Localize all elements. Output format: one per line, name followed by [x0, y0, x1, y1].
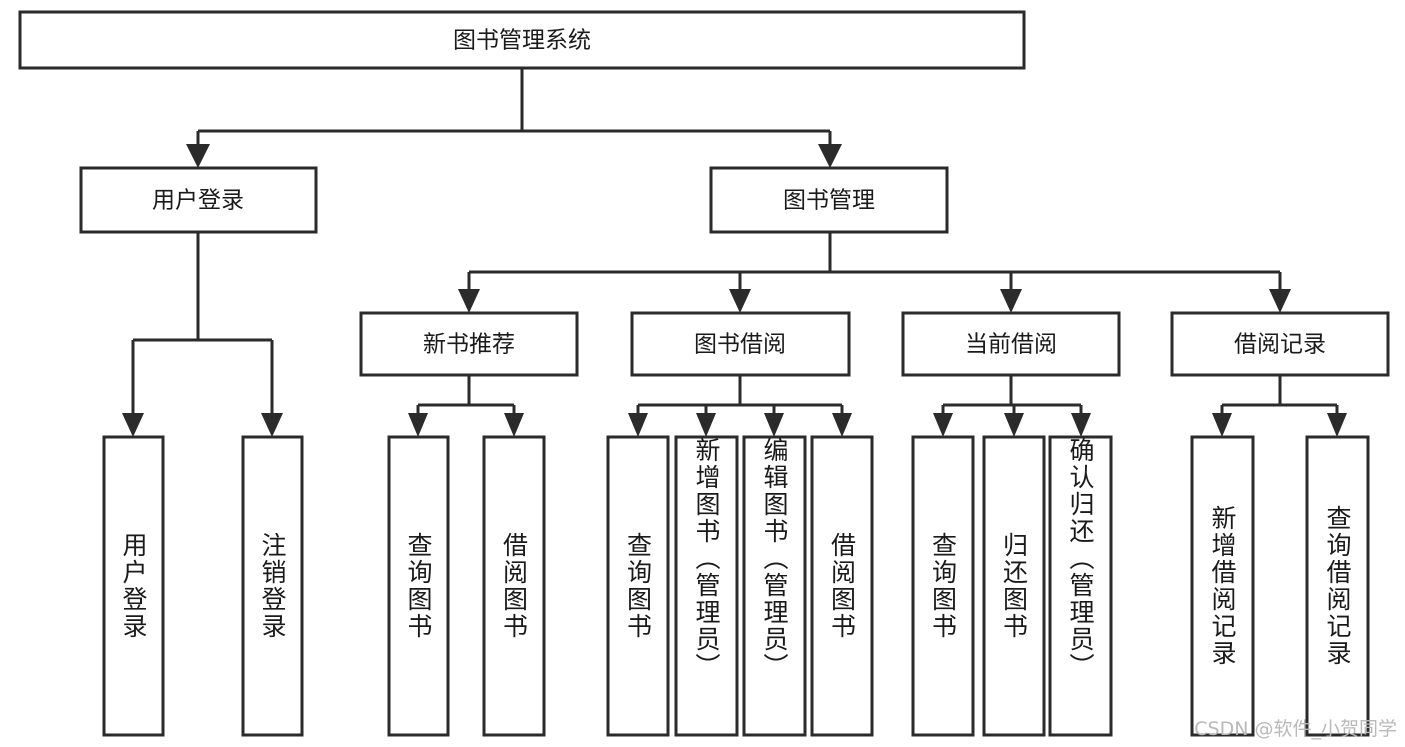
node-borrow-records-label: 借阅记录 [1234, 332, 1326, 358]
arrow-head-icon [1071, 413, 1091, 437]
node-new-book-recommend[interactable]: 新书推荐 [359, 311, 579, 377]
arrow-head-icon [696, 413, 716, 437]
arrow-head-icon [1269, 289, 1291, 313]
leaf-box-query-book-3[interactable] [911, 435, 975, 737]
arrow-head-icon [818, 144, 842, 168]
node-new-book-recommend-label: 新书推荐 [423, 332, 515, 358]
arrow-head-icon [122, 413, 144, 437]
leaf-box-return-book[interactable] [982, 435, 1046, 737]
node-current-borrow-label: 当前借阅 [965, 332, 1057, 358]
node-book-borrow-label: 图书借阅 [694, 332, 786, 358]
connector-newbook-to-leaves [408, 375, 524, 437]
arrow-head-icon [261, 413, 283, 437]
arrow-head-icon [1004, 413, 1024, 437]
leaf-box-query-book-2[interactable] [606, 435, 670, 737]
node-user-login-label: 用户登录 [152, 188, 244, 214]
connector-userlogin-to-leaves [122, 232, 283, 437]
node-book-management[interactable]: 图书管理 [709, 166, 949, 234]
arrow-head-icon [933, 413, 953, 437]
leaf-box-query-book-1[interactable] [387, 435, 450, 737]
node-book-borrow[interactable]: 图书借阅 [630, 311, 851, 377]
leaf-box-edit-book-admin[interactable] [742, 435, 807, 737]
connector-current-to-leaves [933, 375, 1091, 437]
node-borrow-records[interactable]: 借阅记录 [1170, 311, 1390, 377]
node-root-label: 图书管理系统 [453, 28, 591, 54]
arrow-head-icon [186, 144, 210, 168]
leaf-box-logout[interactable] [241, 435, 304, 737]
leaf-box-confirm-return-admin[interactable] [1048, 435, 1113, 737]
arrow-head-icon [1000, 289, 1022, 313]
leaf-box-borrow-book-2[interactable] [810, 435, 874, 737]
leaf-box-add-record[interactable] [1190, 435, 1255, 737]
arrow-head-icon [1327, 413, 1347, 437]
arrow-head-icon [408, 413, 428, 437]
node-user-login[interactable]: 用户登录 [79, 166, 318, 234]
arrow-head-icon [628, 413, 648, 437]
connector-bookmgmt-to-level3 [458, 232, 1291, 313]
node-root[interactable]: 图书管理系统 [18, 10, 1026, 70]
connector-root-to-level2 [186, 68, 842, 168]
arrow-head-icon [832, 413, 852, 437]
leaf-box-borrow-book-1[interactable] [482, 435, 546, 737]
arrow-head-icon [458, 289, 480, 313]
arrow-head-icon [1212, 413, 1232, 437]
node-current-borrow[interactable]: 当前借阅 [901, 311, 1121, 377]
arrow-head-icon [504, 413, 524, 437]
arrow-head-icon [729, 289, 751, 313]
connector-records-to-leaves [1212, 375, 1347, 437]
leaf-box-query-record[interactable] [1305, 435, 1370, 737]
leaf-box-user-login[interactable] [102, 435, 165, 737]
leaf-box-add-book-admin[interactable] [674, 435, 739, 737]
connector-borrow-to-leaves [628, 375, 852, 437]
leaf-rects [102, 435, 1370, 737]
arrow-head-icon [764, 413, 784, 437]
node-book-management-label: 图书管理 [783, 188, 875, 214]
